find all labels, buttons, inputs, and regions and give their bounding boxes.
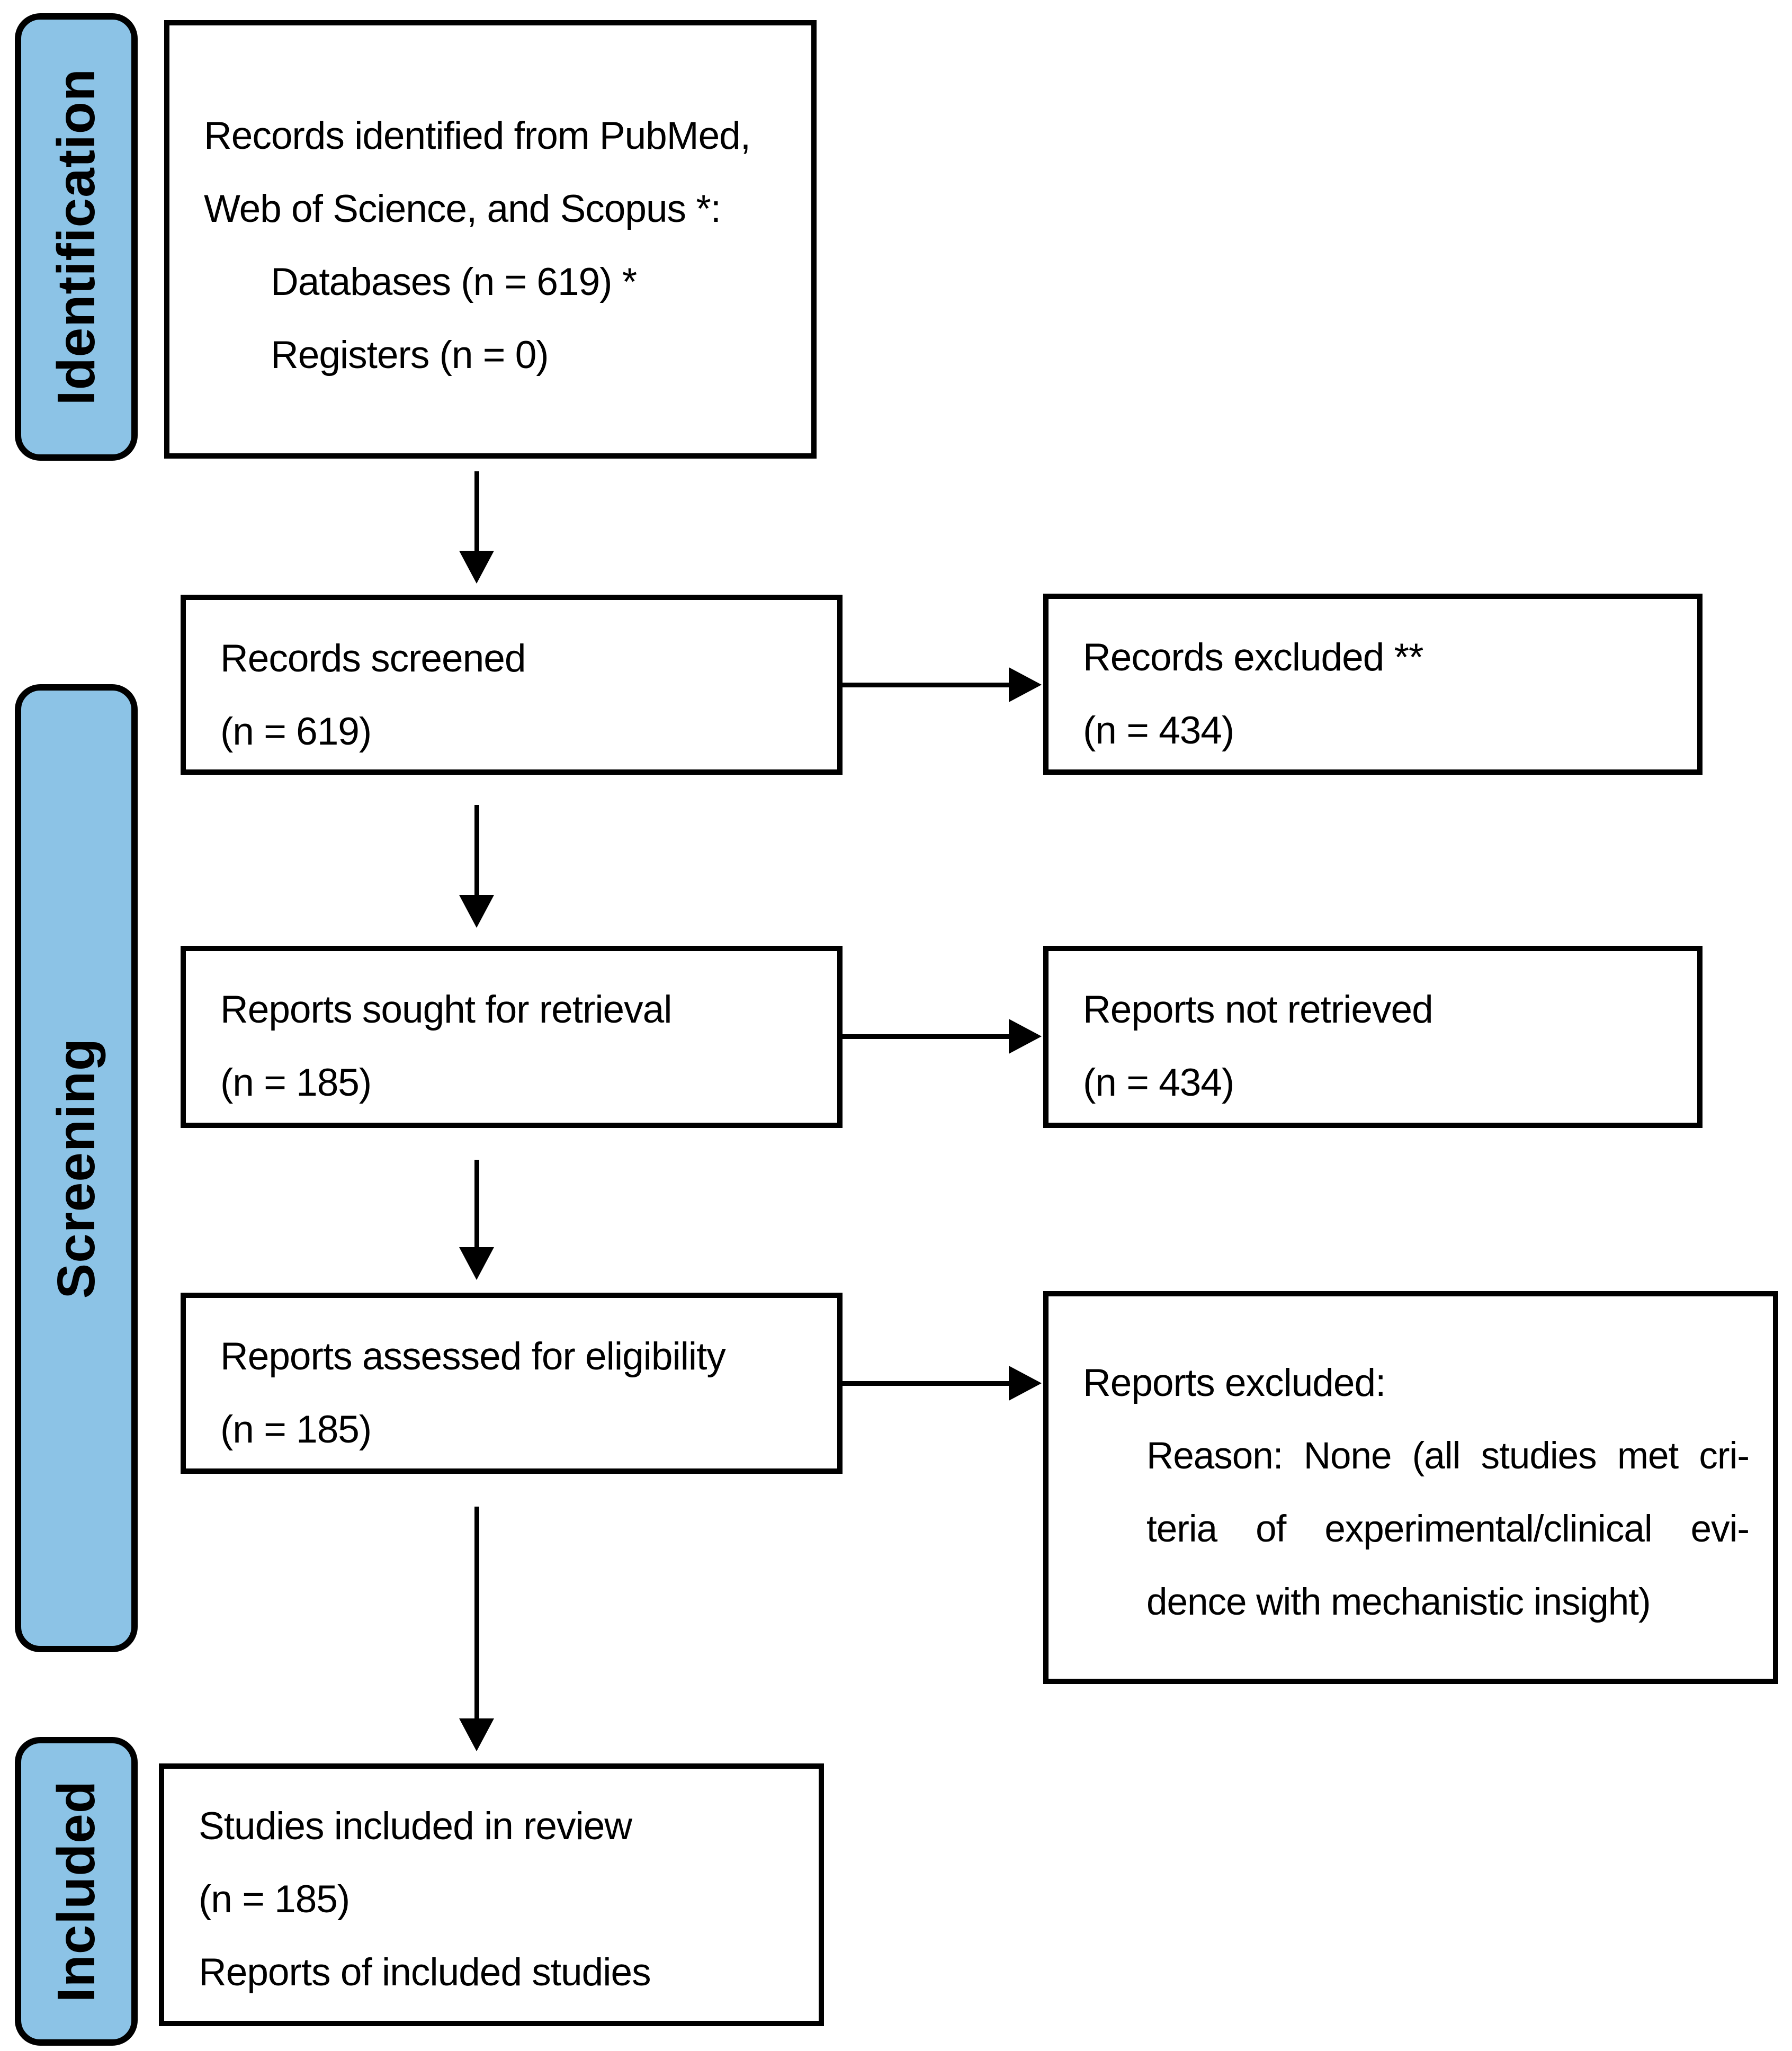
arrow-right-sought-to-not-retrieved-icon xyxy=(843,1019,1042,1054)
arrow-down-sought-to-assessed-icon xyxy=(459,1160,494,1280)
box-studies-included: Studies included in review (n = 185) Rep… xyxy=(159,1763,824,2026)
box-line: (n = 434) xyxy=(1083,709,1234,752)
box-reports-excluded: Reports excluded: Reason: None (all stud… xyxy=(1043,1291,1778,1684)
box-reports-not-retrieved: Reports not retrieved (n = 434) xyxy=(1043,946,1703,1128)
box-line: (n = 185) xyxy=(220,1061,372,1104)
box-line: dence with mechanistic insight) xyxy=(1146,1581,1651,1623)
box-records-screened: Records screened (n = 619) xyxy=(181,595,843,775)
box-line: teria of experimental/clinical evi- xyxy=(1146,1508,1750,1550)
arrow-down-screened-to-sought-icon xyxy=(459,805,494,928)
box-line: Registers (n = 0) xyxy=(271,334,549,377)
box-line: (n = 185) xyxy=(199,1878,350,1921)
box-line: Reports not retrieved xyxy=(1083,988,1433,1031)
stage-label-text: Included xyxy=(46,1780,106,2003)
box-reports-sought: Reports sought for retrieval (n = 185) xyxy=(181,946,843,1128)
box-line: (n = 619) xyxy=(220,710,372,753)
box-line: Reason: None (all studies met cri- xyxy=(1146,1435,1750,1477)
stage-label-identification: Identification xyxy=(15,13,138,461)
stage-label-text: Screening xyxy=(46,1037,106,1299)
box-line: Records identified from PubMed, xyxy=(204,114,751,157)
box-line: Reports excluded: xyxy=(1083,1362,1386,1404)
stage-label-text: Identification xyxy=(46,68,106,406)
box-line: Reports assessed for eligibility xyxy=(220,1335,726,1378)
box-reports-assessed: Reports assessed for eligibility (n = 18… xyxy=(181,1293,843,1474)
arrow-down-identified-to-screened-icon xyxy=(459,471,494,584)
box-records-excluded: Records excluded ** (n = 434) xyxy=(1043,594,1703,775)
box-line: Records screened xyxy=(220,637,526,680)
stage-label-screening: Screening xyxy=(15,684,138,1652)
arrow-down-assessed-to-included-icon xyxy=(459,1507,494,1751)
box-line: Records excluded ** xyxy=(1083,636,1423,679)
box-line: Studies included in review xyxy=(199,1805,632,1848)
box-line: Reports sought for retrieval xyxy=(220,988,672,1031)
box-line: Reports of included studies xyxy=(199,1951,651,1994)
box-line: (n = 185) xyxy=(220,1408,372,1451)
arrow-right-assessed-to-excluded-icon xyxy=(843,1366,1042,1401)
arrow-right-screened-to-excluded-icon xyxy=(843,667,1042,702)
box-records-identified: Records identified from PubMed, Web of S… xyxy=(164,20,817,459)
box-line: Databases (n = 619) * xyxy=(271,261,637,303)
box-line: Web of Science, and Scopus *: xyxy=(204,187,721,230)
box-line: (n = 434) xyxy=(1083,1061,1234,1104)
stage-label-included: Included xyxy=(15,1737,138,2046)
